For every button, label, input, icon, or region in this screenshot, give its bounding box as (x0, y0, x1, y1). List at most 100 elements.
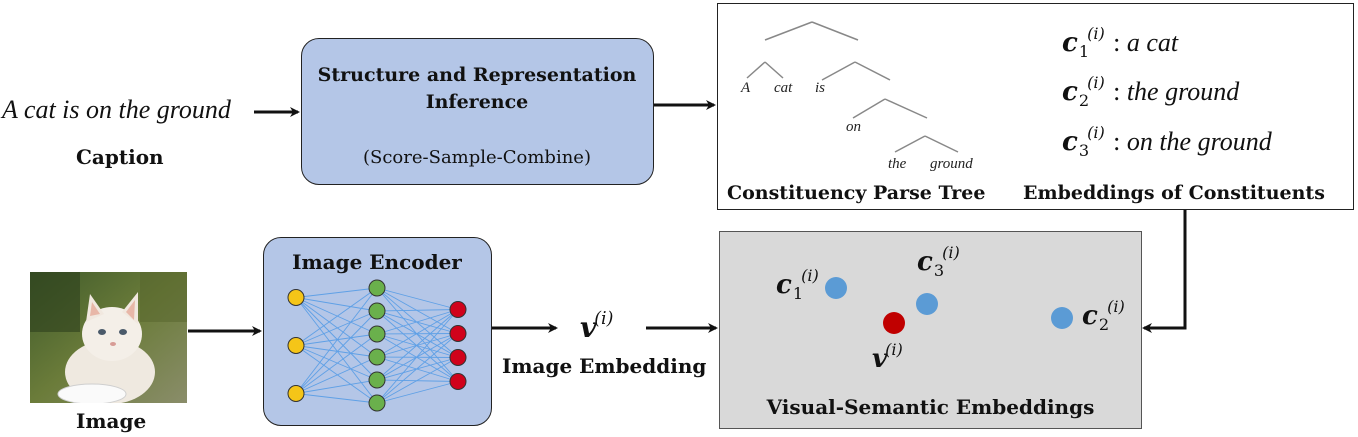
constituent-symbol: c (1062, 28, 1078, 59)
image-label: Image (76, 409, 147, 433)
tree-word: is (815, 80, 826, 96)
constituent-symbol: c (1062, 77, 1078, 108)
constituent-symbol: c (1062, 127, 1078, 158)
tree-word: cat (774, 80, 793, 96)
nn-edge (376, 357, 459, 404)
kitten-photo (30, 272, 187, 403)
nn-edge (376, 333, 459, 404)
nn-edge (295, 297, 378, 358)
constituent-superscript: (i) (1087, 123, 1105, 142)
nn-edge (376, 310, 459, 382)
nn-node (449, 325, 467, 342)
nn-edge (295, 345, 378, 381)
nn-node (449, 301, 467, 318)
point-symbol: c (776, 270, 792, 301)
inference-box: Structure and Representation Inference (… (301, 38, 654, 185)
neural-network-diagram (287, 279, 467, 412)
image-encoder-box: Image Encoder (263, 237, 492, 426)
nn-edge (295, 297, 378, 404)
point-subscript: 2 (1098, 315, 1110, 335)
vse-point-c1 (825, 277, 847, 299)
constituent-subscript: 3 (1078, 141, 1090, 161)
nn-edge (376, 309, 459, 335)
nn-edge (376, 356, 459, 382)
embedding-symbol: v (580, 311, 597, 345)
constituent-text: on the ground (1126, 127, 1272, 157)
nn-node (368, 302, 386, 320)
tree-label: Constituency Parse Tree (727, 182, 986, 204)
nn-node (449, 349, 467, 366)
embedding-superscript: (i) (594, 309, 614, 329)
nn-edge (376, 287, 459, 310)
nn-edge (295, 393, 378, 404)
nn-edge (376, 309, 459, 312)
point-superscript: (i) (942, 243, 960, 262)
nn-node (287, 385, 305, 402)
inference-title-line1: Structure and Representation (317, 64, 637, 86)
nn-edge (376, 310, 459, 334)
constituent-subscript: 2 (1078, 91, 1090, 111)
encoder-title: Image Encoder (292, 250, 462, 274)
vse-label-v: v(i) (872, 340, 903, 374)
vse-title: Visual-Semantic Embeddings (766, 395, 1095, 419)
nn-edge (295, 287, 378, 298)
vse-label-c3: c3(i) (917, 243, 960, 280)
caption-sentence: A cat is on the ground (2, 95, 231, 124)
embeddings-label: Embeddings of Constituents (1023, 182, 1325, 204)
nn-edge (376, 309, 459, 404)
constituent-subscript: 1 (1078, 42, 1090, 62)
point-symbol: v (872, 344, 888, 375)
nn-edge (295, 379, 378, 394)
nn-node (287, 337, 305, 354)
tree-word: on (846, 119, 861, 135)
nn-node (368, 325, 386, 343)
nn-edge (376, 287, 459, 334)
point-symbol: c (917, 247, 933, 278)
tree-word: the (888, 156, 907, 172)
inference-subtitle: (Score-Sample-Combine) (363, 147, 591, 168)
vse-point-c3 (916, 293, 938, 315)
nn-edge (295, 333, 378, 394)
nn-edge (295, 345, 378, 404)
nn-edge (295, 356, 378, 394)
tree-word: A (741, 80, 751, 96)
nn-edge (295, 287, 378, 346)
nn-edge (376, 287, 459, 358)
constituent-superscript: (i) (1087, 73, 1105, 92)
constituent-text: the ground (1126, 77, 1240, 107)
nn-edge (295, 297, 378, 312)
tree-word: ground (930, 156, 973, 172)
nn-node (287, 289, 305, 306)
nn-node (449, 373, 467, 390)
point-subscript: 3 (933, 261, 945, 281)
point-symbol: c (1082, 301, 1098, 332)
nn-edge (376, 310, 459, 358)
inference-title-line2: Inference (425, 91, 529, 113)
vse-point-v (883, 312, 905, 334)
vse-point-c2 (1051, 307, 1073, 329)
vse-label-c1: c1(i) (776, 266, 819, 303)
vse-label-c2: c2(i) (1082, 297, 1125, 334)
point-superscript: (i) (801, 266, 819, 285)
nn-edge (295, 297, 378, 381)
nn-edge (376, 333, 459, 382)
nn-node (368, 371, 386, 389)
nn-node (368, 348, 386, 366)
constituent-row-1: c1(i) : a cat (1062, 24, 1179, 62)
nn-edge (376, 381, 459, 404)
constituent-text: a cat (1126, 28, 1179, 58)
point-superscript: (i) (885, 340, 903, 359)
image-embedding-label: Image Embedding (502, 354, 707, 378)
nn-edge (295, 333, 378, 346)
nn-node (368, 279, 386, 297)
nn-edge (376, 333, 459, 358)
nn-edge (295, 287, 378, 394)
vse-panel (719, 231, 1142, 429)
nn-edge (376, 309, 459, 381)
parse-panel (717, 3, 1354, 210)
constituent-row-3: c3(i) : on the ground (1062, 123, 1272, 161)
constituent-superscript: (i) (1087, 24, 1105, 43)
image-embedding-symbol: v(i) (580, 309, 613, 344)
